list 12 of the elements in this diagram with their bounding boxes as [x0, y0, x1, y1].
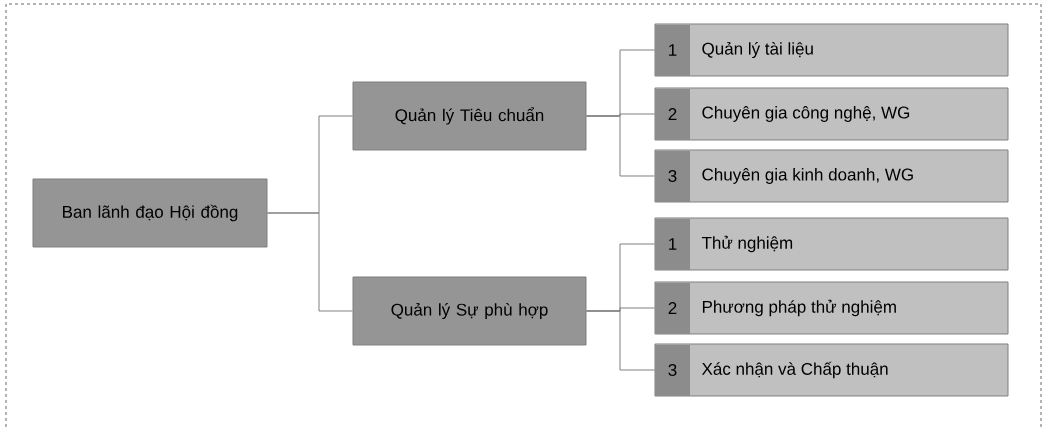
numbered-box: 3 Chuyên gia kinh doanh, WG	[654, 149, 1009, 203]
numbered-box: 3 Xác nhận và Chấp thuận	[654, 343, 1009, 397]
numbered-box: 2 Chuyên gia công nghệ, WG	[654, 87, 1009, 141]
numbered-box: 2 Phương pháp thử nghiệm	[654, 281, 1009, 335]
connector-line	[267, 212, 353, 312]
connector-line	[586, 115, 655, 177]
connector-line	[586, 310, 655, 371]
numbered-box: 1 Thử nghiệm	[654, 217, 1009, 271]
process-box: Quản lý Sự phù hợp	[352, 276, 587, 346]
numbered-box: 1 Quản lý tài liệu	[654, 23, 1009, 77]
process-box: Ban lãnh đạo Hội đồng	[32, 178, 268, 248]
process-box: Quản lý Tiêu chuẩn	[352, 81, 587, 151]
